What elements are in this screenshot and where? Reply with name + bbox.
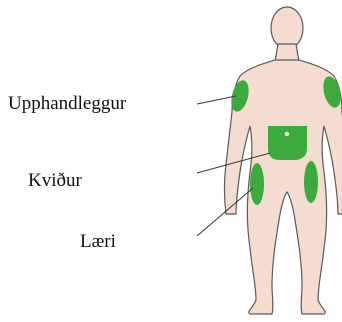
leader-line-upper-arm [197, 96, 236, 104]
injection-site-thigh-left [250, 163, 264, 205]
neck [275, 44, 299, 62]
label-upper-arm: Upphandleggur [8, 94, 126, 113]
navel-mark [285, 132, 289, 136]
head [271, 7, 303, 49]
label-abdomen: Kviður [28, 171, 82, 190]
injection-site-thigh-right [304, 161, 318, 203]
injection-site-abdomen [268, 126, 307, 160]
label-thigh: Læri [80, 232, 116, 251]
